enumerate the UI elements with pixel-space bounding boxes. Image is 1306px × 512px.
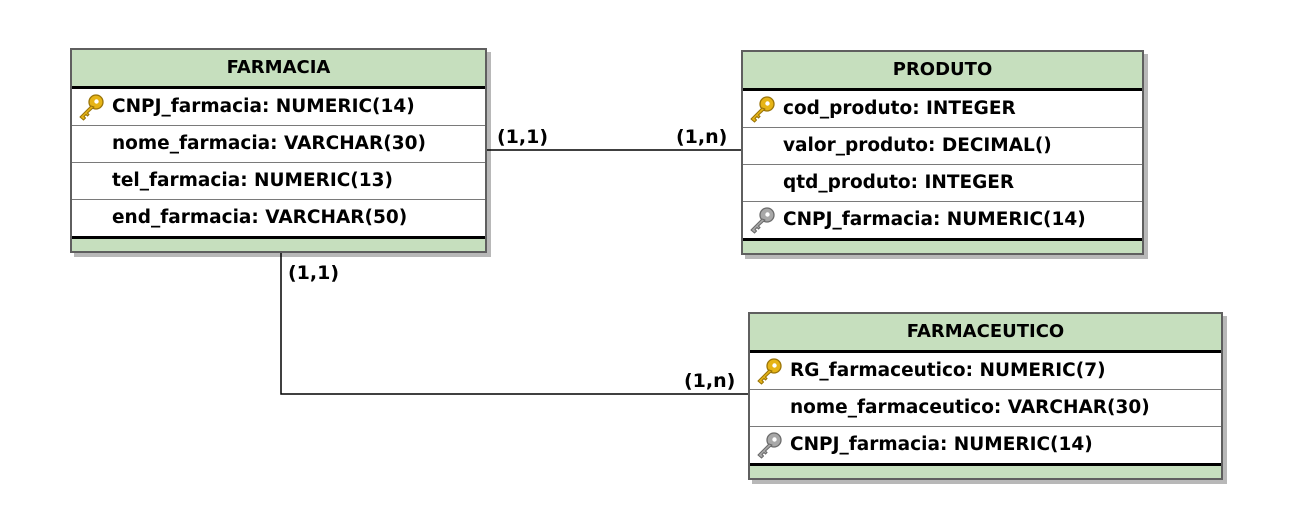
attribute-text: CNPJ_farmacia: NUMERIC(14) [790,434,1093,455]
attribute-text: valor_produto: DECIMAL() [783,135,1052,156]
cardinality-farmacia-farmaceutico-target: (1,n) [684,370,736,392]
entity-farmacia[interactable]: FARMACIA CNPJ_farmacia: NUMERIC(14) nome_… [70,48,487,253]
attribute-text: CNPJ_farmacia: NUMERIC(14) [783,209,1086,230]
entity-title: FARMACEUTICO [750,314,1221,353]
cardinality-farmacia-produto-target: (1,n) [676,126,728,148]
attribute-text: CNPJ_farmacia: NUMERIC(14) [112,96,415,117]
cardinality-farmacia-farmaceutico-source: (1,1) [288,262,340,284]
attribute-text: RG_farmaceutico: NUMERIC(7) [790,360,1106,381]
attribute-row[interactable]: valor_produto: DECIMAL() [743,128,1142,165]
attribute-row[interactable]: CNPJ_farmacia: NUMERIC(14) [743,202,1142,241]
attribute-list: RG_farmaceutico: NUMERIC(7) nome_farmaceu… [750,353,1221,466]
entity-footer [743,241,1142,253]
primary-key-icon [754,357,784,385]
attribute-text: qtd_produto: INTEGER [783,172,1015,193]
attribute-row[interactable]: CNPJ_farmacia: NUMERIC(14) [750,427,1221,466]
attribute-list: CNPJ_farmacia: NUMERIC(14) nome_farmacia:… [72,89,485,239]
attribute-list: cod_produto: INTEGER valor_produto: DECIM… [743,91,1142,241]
primary-key-icon [76,93,106,121]
attribute-text: nome_farmacia: VARCHAR(30) [112,133,426,154]
entity-farmaceutico[interactable]: FARMACEUTICO RG_farmaceutico: NUMERIC(7)… [748,312,1223,480]
attribute-row[interactable]: nome_farmacia: VARCHAR(30) [72,126,485,163]
attribute-row[interactable]: nome_farmaceutico: VARCHAR(30) [750,390,1221,427]
attribute-row[interactable]: cod_produto: INTEGER [743,91,1142,128]
entity-footer [750,466,1221,478]
cardinality-farmacia-produto-source: (1,1) [497,126,549,148]
relationship-line-farmacia-farmaceutico[interactable] [280,250,750,395]
attribute-row[interactable]: qtd_produto: INTEGER [743,165,1142,202]
entity-produto[interactable]: PRODUTO cod_produto: INTEGER valor_produt… [741,50,1144,255]
attribute-row[interactable]: CNPJ_farmacia: NUMERIC(14) [72,89,485,126]
attribute-row[interactable]: tel_farmacia: NUMERIC(13) [72,163,485,200]
foreign-key-icon [754,431,784,459]
entity-title: FARMACIA [72,50,485,89]
entity-title: PRODUTO [743,52,1142,91]
attribute-text: nome_farmaceutico: VARCHAR(30) [790,397,1150,418]
foreign-key-icon [747,206,777,234]
attribute-row[interactable]: end_farmacia: VARCHAR(50) [72,200,485,239]
primary-key-icon [747,95,777,123]
attribute-text: cod_produto: INTEGER [783,98,1016,119]
attribute-text: end_farmacia: VARCHAR(50) [112,207,408,228]
attribute-text: tel_farmacia: NUMERIC(13) [112,170,393,191]
attribute-row[interactable]: RG_farmaceutico: NUMERIC(7) [750,353,1221,390]
entity-footer [72,239,485,251]
